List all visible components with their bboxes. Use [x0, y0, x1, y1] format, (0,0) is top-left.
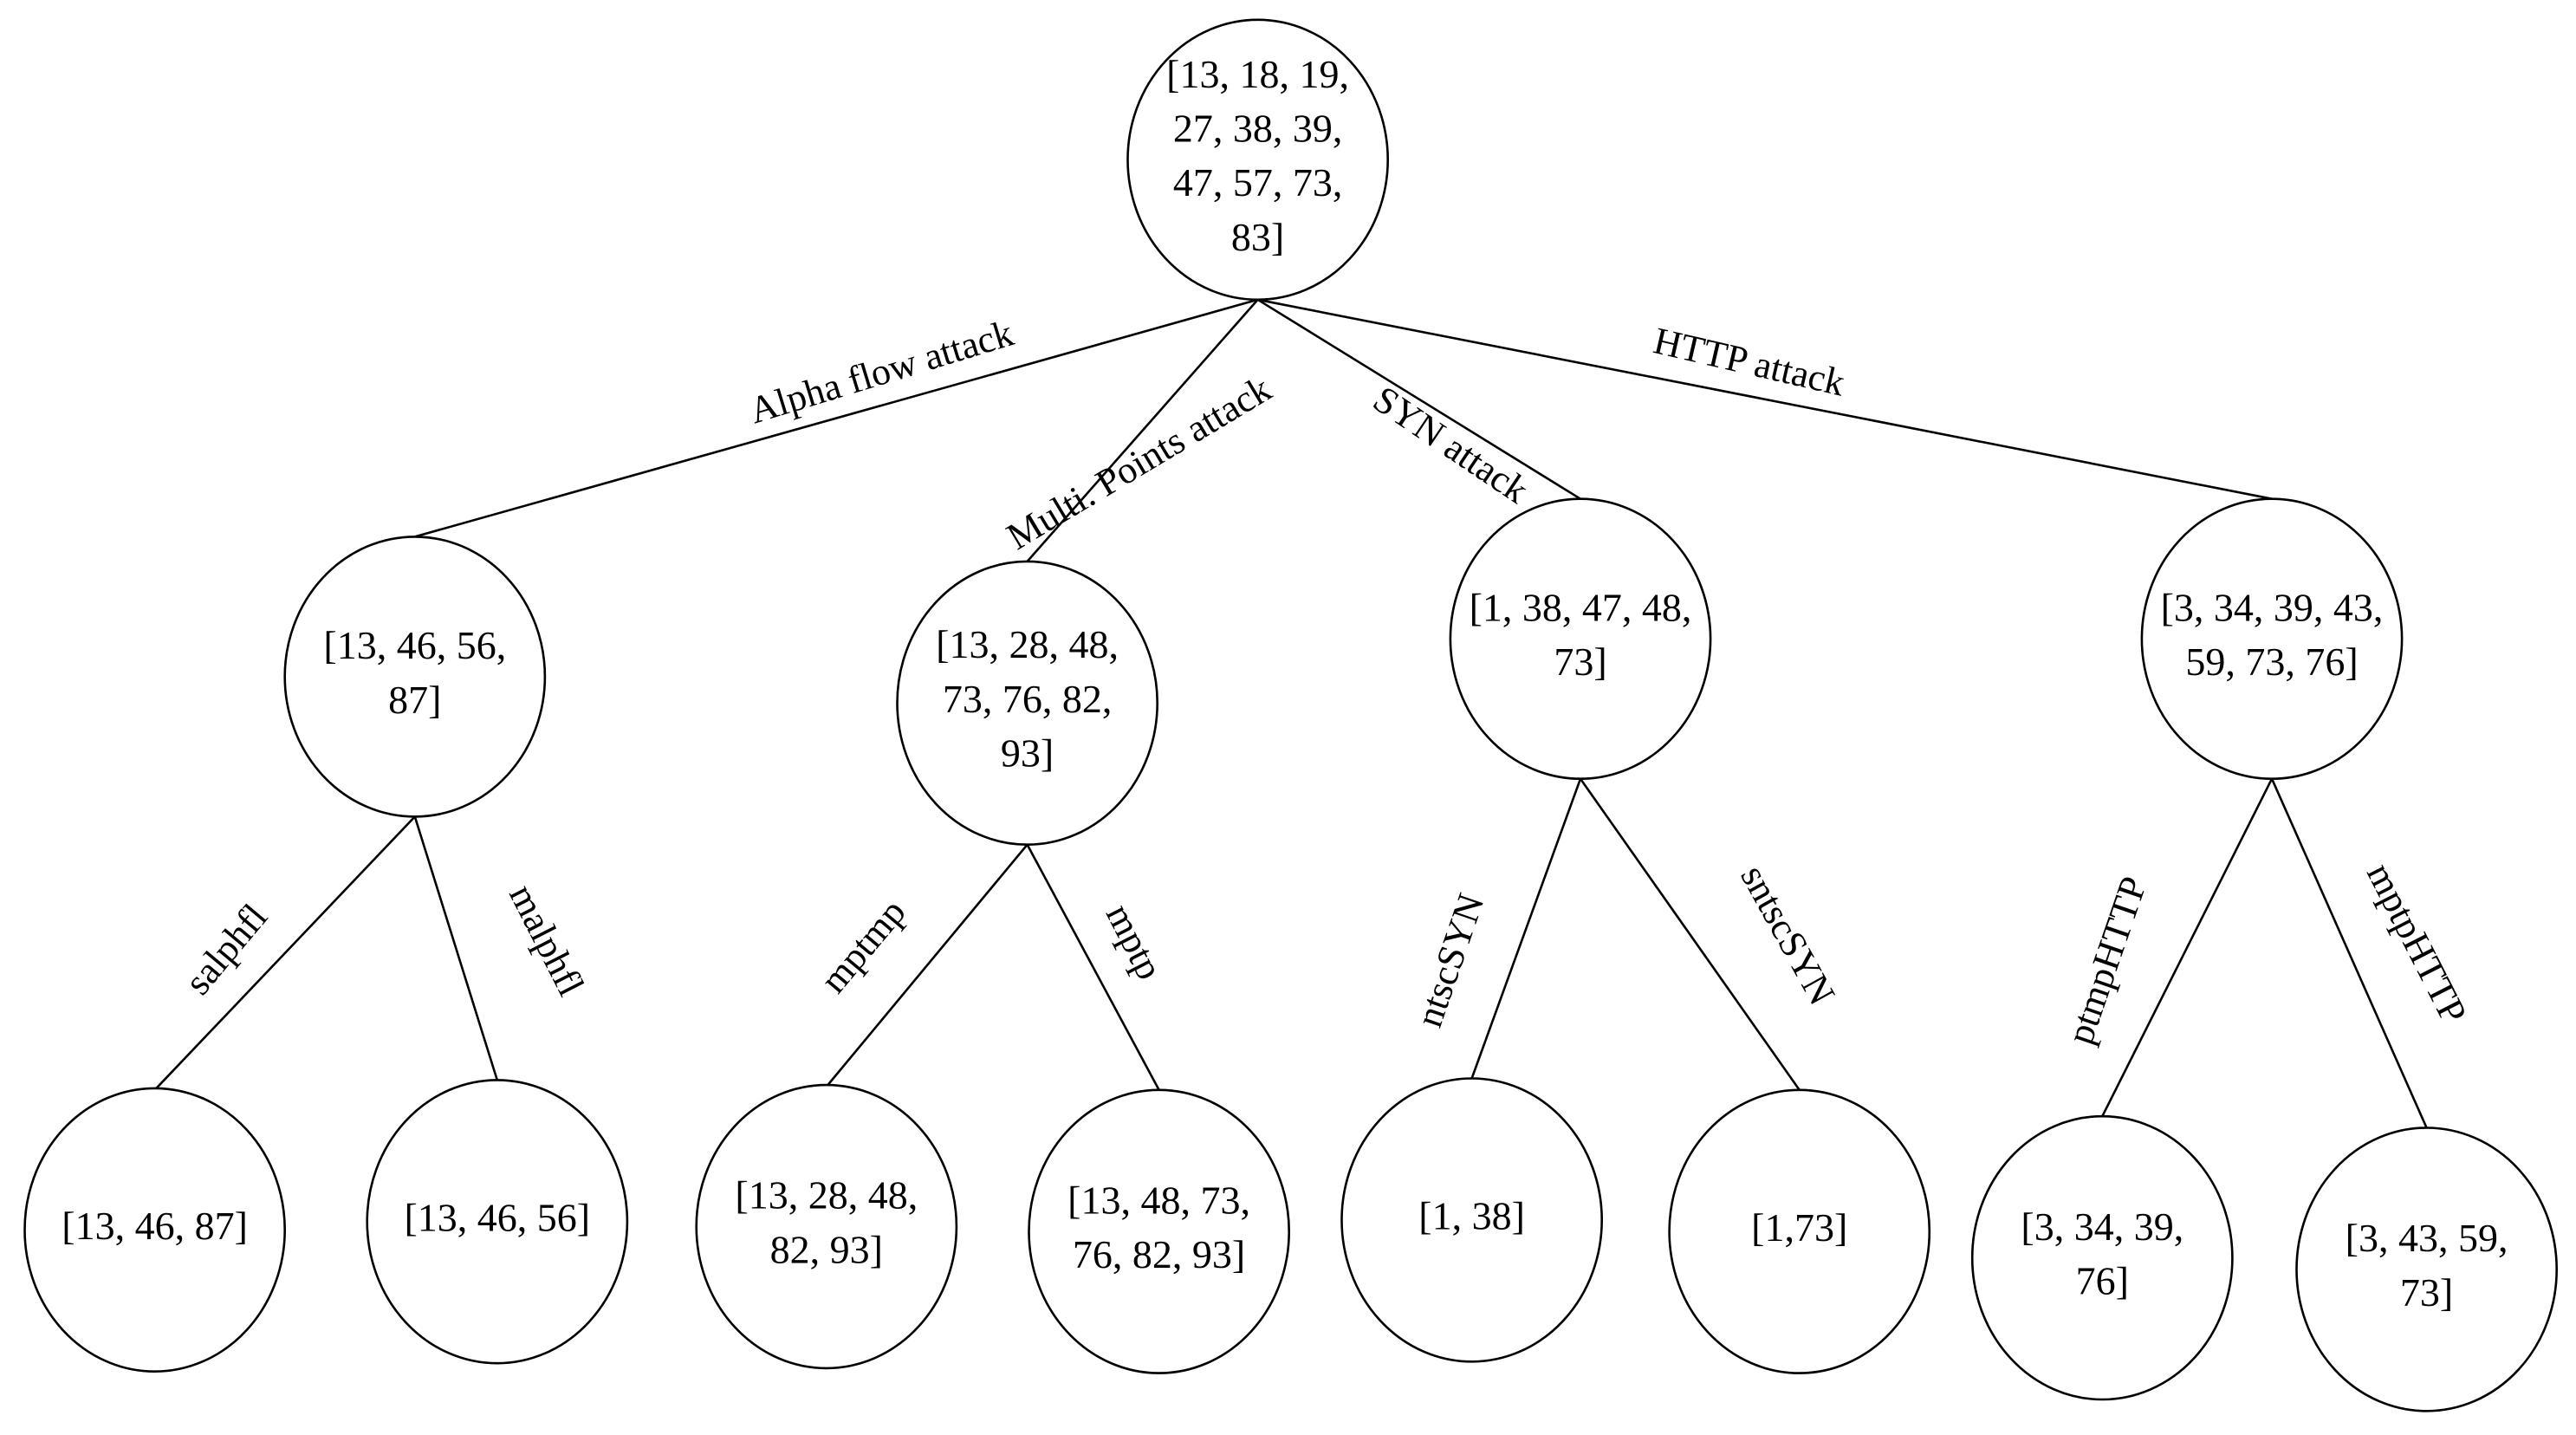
leaf-node-circle — [1028, 1088, 1291, 1374]
leaf-node: [1,73] — [1668, 1088, 1931, 1374]
edge-attack-to-subtype — [1470, 778, 1582, 1079]
subtype-edge-label: mptmp — [812, 891, 914, 1001]
leaf-node: [13, 46, 56] — [366, 1079, 629, 1365]
edge-root-to-attack — [1256, 298, 1581, 500]
attack-node-text-line: [3, 34, 39, 43, — [2161, 585, 2384, 629]
leaf-node-text-line: 76] — [2076, 1259, 2129, 1303]
attack-node-text-line: 73] — [1554, 640, 1606, 684]
attack-edge-label: HTTP attack — [1650, 319, 1849, 404]
attack-node: [1, 38, 47, 48, 73] — [1449, 497, 1712, 781]
edge-attack-to-subtype — [1026, 844, 1160, 1091]
edge-attack-to-subtype — [1579, 777, 1801, 1091]
edge-attack-to-subtype — [2101, 778, 2274, 1117]
edge-root-to-attack — [1026, 298, 1259, 562]
subtype-edge-label: malphfl — [501, 878, 593, 1003]
attack-edge-label: Alpha flow attack — [744, 311, 1018, 432]
tree-edges — [153, 298, 2428, 1129]
subtype-edge-label: ptmpHTTP — [2059, 871, 2156, 1049]
root-node-circle — [1126, 18, 1390, 302]
edge-root-to-attack — [414, 298, 1258, 538]
leaf-node: [13, 28, 48, 82, 93] — [695, 1083, 958, 1370]
leaf-node-text-line: 73] — [2400, 1270, 2453, 1315]
attack-node-text-line: [1, 38, 47, 48, — [1470, 585, 1692, 629]
leaf-node: [13, 48, 73, 76, 82, 93] — [1028, 1088, 1291, 1374]
root-node-text-line: [13, 18, 19, — [1166, 52, 1349, 96]
leaf-node-text-line: 82, 93] — [770, 1227, 883, 1271]
leaf-node-circle — [1340, 1077, 1604, 1363]
edge-attack-to-subtype — [153, 815, 416, 1091]
subtype-edge-label: mptpHTTP — [2359, 856, 2475, 1030]
leaf-node-circle — [1668, 1088, 1931, 1374]
attack-node-text-line: 59, 73, 76] — [2185, 640, 2358, 684]
root-node: [13, 18, 19, 27, 38, 39, 47, 57, 73, 83] — [1126, 18, 1390, 302]
root-node-text-line: 27, 38, 39, — [1173, 107, 1343, 151]
edge-root-to-attack — [1257, 298, 2273, 500]
leaf-node-text-line: [13, 46, 87] — [62, 1204, 248, 1248]
attack-edge-label: Multi. Points attack — [1000, 367, 1279, 558]
subtype-edge-label: mptp — [1098, 897, 1171, 986]
attack-node-circle — [283, 536, 547, 818]
leaf-node: [1, 38] — [1340, 1077, 1604, 1363]
edge-attack-to-subtype — [2270, 778, 2428, 1129]
subtype-edge-label: salphfl — [176, 896, 276, 1003]
leaf-node-text-line: [13, 48, 73, — [1067, 1178, 1250, 1222]
leaf-node-text-line: [13, 46, 56] — [404, 1195, 590, 1239]
leaf-node-text-line: 76, 82, 93] — [1073, 1232, 1245, 1276]
attack-node-text-line: 93] — [1001, 731, 1054, 776]
leaf-node-circle — [1970, 1114, 2234, 1401]
attack-node: [3, 34, 39, 43, 59, 73, 76] — [2140, 497, 2404, 781]
leaf-node-circle — [695, 1083, 958, 1370]
edge-attack-to-subtype — [825, 843, 1028, 1088]
leaf-node-circle — [366, 1079, 629, 1365]
attack-node-circle — [1449, 497, 1712, 781]
tree-nodes: [13, 46, 87][13, 46, 56][13, 46, 56,87][… — [23, 18, 2559, 1412]
attack-node-text-line: 73, 76, 82, — [943, 677, 1113, 721]
leaf-node: [3, 34, 39, 76] — [1970, 1114, 2234, 1401]
attack-node-circle — [2140, 497, 2404, 781]
subtype-edge-label: sntscSYN — [1732, 858, 1843, 1012]
leaf-node-text-line: [3, 43, 59, — [2346, 1216, 2508, 1260]
subtype-edge-label: ntscSYN — [1408, 888, 1493, 1032]
attack-edge-label: SYN attack — [1366, 378, 1536, 512]
root-node-text-line: 83] — [1231, 215, 1284, 259]
attack-node: [13, 46, 56, 87] — [283, 536, 547, 818]
leaf-node-text-line: [13, 28, 48, — [735, 1173, 918, 1217]
root-node-text-line: 47, 57, 73, — [1173, 160, 1343, 205]
attack-node-text-line: 87] — [388, 678, 441, 722]
leaf-node-text-line: [1,73] — [1751, 1205, 1847, 1250]
attack-node-text-line: [13, 28, 48, — [936, 622, 1119, 666]
leaf-node-text-line: [3, 34, 39, — [2021, 1204, 2183, 1249]
attack-node-circle — [896, 560, 1159, 847]
leaf-node-circle — [23, 1087, 287, 1373]
attack-node: [13, 28, 48, 73, 76, 82, 93] — [896, 560, 1159, 847]
leaf-node: [3, 43, 59, 73] — [2295, 1127, 2559, 1412]
edge-attack-to-subtype — [413, 816, 499, 1081]
leaf-node-circle — [2295, 1127, 2559, 1412]
attack-node-text-line: [13, 46, 56, — [323, 623, 506, 667]
leaf-node: [13, 46, 87] — [23, 1087, 287, 1373]
leaf-node-text-line: [1, 38] — [1418, 1193, 1525, 1237]
